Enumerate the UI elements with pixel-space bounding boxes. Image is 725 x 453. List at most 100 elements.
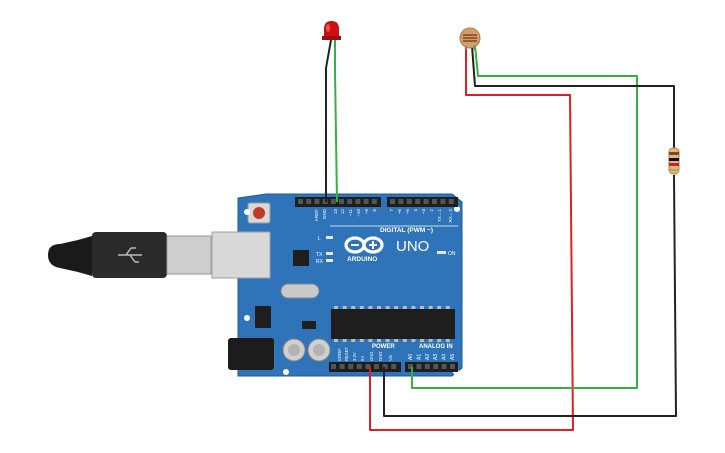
photoresistor-icon[interactable]	[459, 27, 481, 50]
led-rx	[326, 259, 333, 262]
resistor-band	[669, 169, 679, 171]
chip-pin	[368, 306, 373, 309]
header-hole[interactable]	[339, 199, 344, 204]
header-hole[interactable]	[441, 364, 447, 369]
chip-pin	[420, 339, 424, 342]
power-header	[329, 362, 401, 372]
resistor-band	[669, 152, 679, 155]
digital-pin-label: AREF	[314, 209, 319, 221]
header-hole[interactable]	[331, 364, 336, 369]
chip-pin	[394, 339, 399, 342]
header-hole[interactable]	[306, 199, 312, 204]
chip-pin	[368, 339, 373, 342]
chip-pin	[334, 306, 338, 309]
chip-pin	[334, 339, 338, 342]
capacitor-top	[288, 344, 300, 356]
header-hole[interactable]	[330, 199, 336, 204]
power-pin-label: GND	[369, 352, 374, 361]
arduino-logo-icon	[344, 236, 384, 254]
digital-pin-label: RX←0	[448, 209, 453, 223]
header-hole[interactable]	[347, 199, 353, 204]
photoresistor-track	[463, 34, 477, 42]
header-hole[interactable]	[423, 199, 429, 204]
crystal-oscillator	[280, 283, 320, 299]
wire-photoresistor-to-5v[interactable]	[369, 46, 574, 431]
atmega-chip	[331, 309, 455, 339]
digital-label: DIGITAL (PWM ~)	[380, 227, 433, 234]
chip-pin	[351, 339, 356, 342]
chip-pin	[428, 306, 433, 309]
header-hole[interactable]	[440, 199, 446, 204]
digital-pin-label: 2	[429, 209, 434, 212]
led-tx	[326, 252, 333, 255]
chip-pin	[420, 306, 424, 309]
chip-pin	[437, 339, 442, 342]
digital-pin-label: GND	[322, 208, 327, 219]
header-hole[interactable]	[382, 364, 388, 369]
header-hole[interactable]	[416, 364, 422, 369]
wire-resistor-to-gnd[interactable]	[383, 174, 677, 417]
power-pin-label: 5V	[360, 356, 365, 361]
header-hole[interactable]	[415, 199, 421, 204]
resistor-icon[interactable]	[668, 147, 680, 175]
mount-hole	[244, 315, 250, 321]
header-hole[interactable]	[450, 364, 455, 369]
analog-header	[405, 362, 458, 372]
power-pin-label: IOREF	[337, 348, 342, 361]
header-hole[interactable]	[355, 199, 361, 204]
led-rim	[322, 36, 341, 40]
power-pin-label: Vin	[388, 354, 393, 361]
chip-pin	[351, 306, 356, 309]
header-hole[interactable]	[424, 364, 430, 369]
power-label: POWER	[372, 344, 395, 350]
red-led-icon[interactable]	[322, 21, 341, 40]
chip-pin	[359, 306, 364, 309]
header-hole[interactable]	[314, 199, 320, 204]
wire-photoresistor-to-resistor[interactable]	[471, 45, 675, 150]
analog-pin-label: A2	[425, 354, 431, 360]
wire-photoresistor-to-a0[interactable]	[411, 45, 638, 389]
analog-pin-label: A0	[408, 354, 414, 360]
header-hole[interactable]	[371, 199, 377, 204]
analog-pin-label: A4	[442, 354, 448, 360]
header-hole[interactable]	[363, 199, 369, 204]
power-pin-label: RESET	[344, 347, 349, 361]
smd-chip	[302, 321, 316, 329]
usb-symbol-icon	[118, 247, 142, 263]
header-hole[interactable]	[390, 199, 395, 204]
header-hole[interactable]	[432, 199, 437, 204]
header-hole[interactable]	[365, 364, 371, 369]
wire-led-to-pin13[interactable]	[334, 40, 338, 203]
chip-pin	[402, 339, 407, 342]
header-hole[interactable]	[348, 364, 354, 369]
chip-pin	[342, 306, 347, 309]
digital-pin-label: 4	[413, 209, 418, 212]
wire-led-to-gnd[interactable]	[325, 39, 332, 202]
header-hole[interactable]	[448, 199, 454, 204]
header-hole[interactable]	[406, 199, 412, 204]
digital-pin-label: 13	[333, 209, 338, 215]
mount-hole	[454, 206, 460, 212]
header-hole[interactable]	[398, 199, 404, 204]
header-hole[interactable]	[356, 364, 362, 369]
chip-pin	[445, 306, 450, 309]
usb-chip	[293, 250, 309, 266]
chip-pins-bottom	[334, 339, 450, 342]
header-hole[interactable]	[339, 364, 345, 369]
header-hole[interactable]	[298, 199, 303, 204]
header-hole[interactable]	[408, 364, 413, 369]
reset-button-cap[interactable]	[253, 207, 265, 219]
header-hole[interactable]	[433, 364, 439, 369]
led-l-label: L	[318, 236, 321, 242]
analog-label: ANALOG IN	[419, 344, 453, 350]
header-hole[interactable]	[374, 364, 379, 369]
chip-pin	[411, 306, 416, 309]
header-hole[interactable]	[391, 364, 397, 369]
chip-pin	[377, 306, 381, 309]
chip-pin	[342, 339, 347, 342]
bottom-header-holes	[331, 364, 455, 369]
chip-pin	[359, 339, 364, 342]
chip-pin	[394, 306, 399, 309]
